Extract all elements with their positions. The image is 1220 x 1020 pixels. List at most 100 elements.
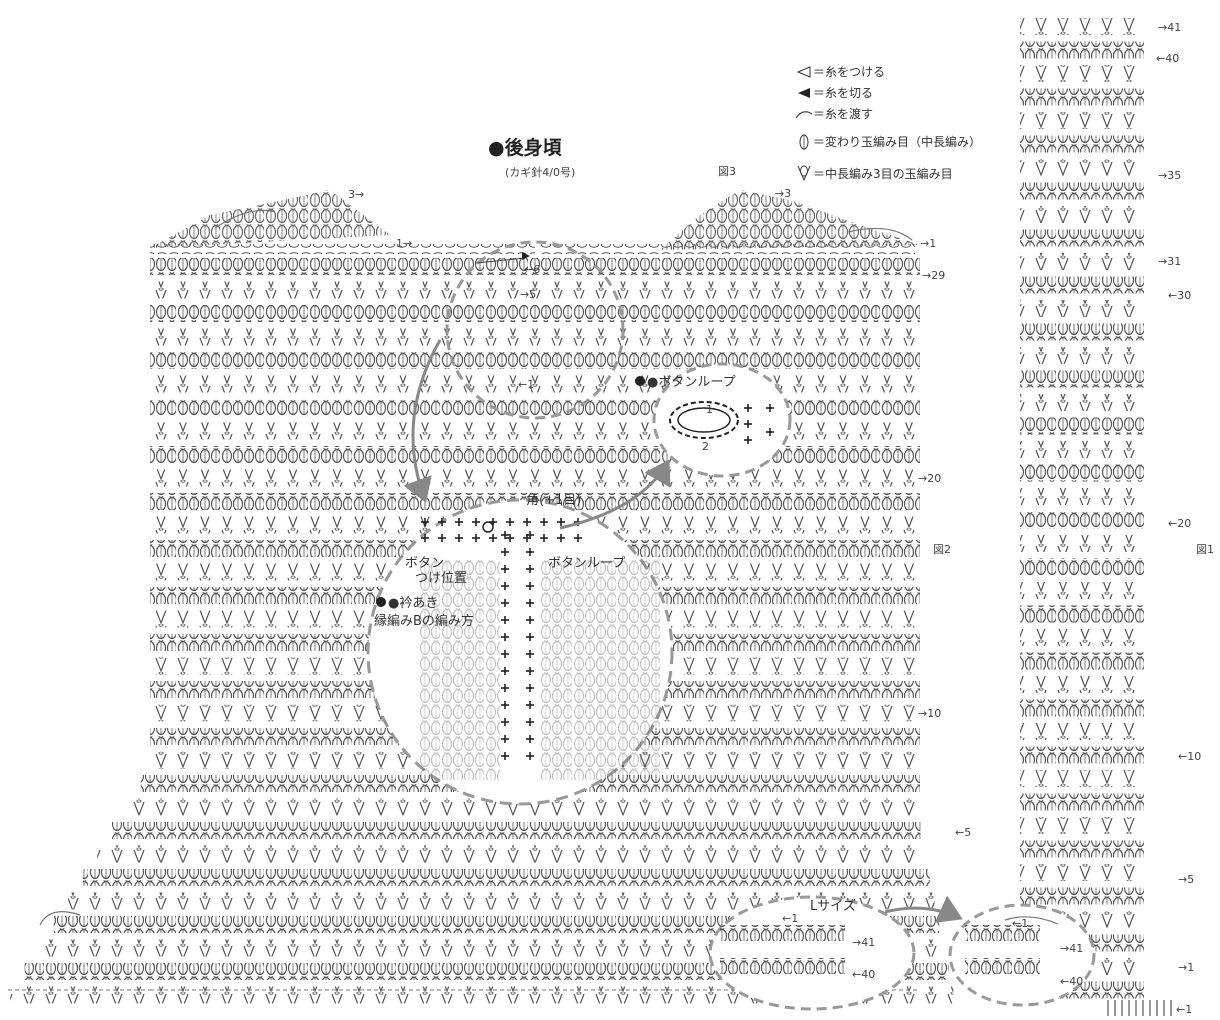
- strip-stitch-row: [1020, 629, 1145, 646]
- stitch-row: [111, 822, 921, 839]
- stitch-row: [150, 469, 920, 487]
- stitch-row: [10, 986, 954, 1004]
- l-size-right-row-1: ←1: [1012, 917, 1028, 930]
- strip-stitch-row: [1020, 676, 1145, 693]
- row-labels-main: →29 →20 →10 ←5 →1 3→ →3 1→ ←6 →5 ←1: [348, 187, 971, 839]
- strip-stitch-row: [1020, 441, 1145, 458]
- figure-label-2: 図2: [933, 543, 951, 556]
- callout-button-loop: ●ボタンループ 2 1: [635, 362, 792, 478]
- stitch-row: [150, 446, 920, 463]
- legend: ＝糸をつける ＝糸を切る ＝糸を渡す ＝変わり玉編み目（中長編み） ＝中長編み3…: [795, 65, 981, 182]
- cut-yarn-icon: [798, 88, 810, 98]
- inner-row-5: →5: [520, 288, 536, 301]
- strip-row-40: ←40: [1156, 52, 1179, 65]
- strip-row-35: →35: [1158, 169, 1181, 182]
- strip-stitch-row: [1020, 323, 1145, 341]
- strip-row-20: ←20: [1168, 517, 1191, 530]
- stitch-row: [150, 399, 920, 416]
- strip-stitch-row: [1020, 793, 1145, 811]
- row-label-1-right: →1: [920, 237, 936, 250]
- figure-label-3: 図3: [718, 165, 736, 178]
- strip-row-31: →31: [1158, 255, 1181, 268]
- strip-stitch-row: [1020, 300, 1145, 317]
- strip-stitch-row: [1020, 65, 1145, 82]
- strip-stitch-row: [1020, 206, 1145, 223]
- join-yarn-icon: [796, 66, 811, 78]
- stitch-row: [126, 798, 920, 816]
- strip-stitch-row: [1020, 488, 1145, 505]
- neck-opening-line2: 縁編みBの編み方: [374, 613, 474, 629]
- strip-stitch-row: [1020, 135, 1145, 153]
- stitch-row: [68, 892, 935, 910]
- inner-row-1: ←1: [518, 378, 534, 391]
- strip-stitch-row: [1020, 41, 1145, 59]
- strip-stitch-row: [1020, 88, 1145, 106]
- stitch-row: [150, 352, 920, 369]
- strip-stitch-row: [1020, 182, 1145, 200]
- button-loop-row-1: 1: [706, 403, 713, 416]
- legend-hdc3-puff: ＝中長編み3目の玉編み目: [813, 166, 953, 181]
- button-position-line2: つけ位置: [415, 571, 467, 586]
- strip-stitch-row: [1020, 840, 1145, 858]
- page-subtitle: (カギ針4/0号): [505, 165, 575, 179]
- legend-modified-puff: ＝変わり玉編み目（中長編み）: [813, 134, 981, 149]
- stitch-row: [150, 305, 920, 322]
- strip-stitch-row: [1020, 347, 1145, 364]
- row-label-20: →20: [918, 472, 941, 485]
- strip-stitch-row: [1020, 746, 1145, 764]
- legend-join-yarn: ＝糸をつける: [813, 65, 885, 79]
- callout-l-size-right: ←1 →41 ←40: [948, 903, 1096, 1007]
- strip-row-1-bottom: ←1: [1176, 1003, 1192, 1016]
- callout-neck-opening: 角(+1目) ボタン つけ位置 ボタンループ ●衿あき 縁編みBの編み方: [366, 493, 674, 806]
- row-label-29: →29: [922, 269, 945, 282]
- strip-row-30: ←30: [1168, 289, 1191, 302]
- l-size-left-row-1: ←1: [782, 912, 798, 925]
- strip-stitch-row: [1020, 253, 1145, 270]
- strip-stitch-row: [1020, 370, 1145, 388]
- page-title: ●後身頃: [488, 136, 563, 159]
- stitch-row: [82, 869, 930, 886]
- l-size-right-row-41: →41: [1060, 942, 1083, 955]
- callout-shoulder-detail: [445, 240, 625, 420]
- strip-stitch-row: [1020, 582, 1145, 599]
- strip-stitch-row: [1020, 887, 1145, 905]
- strip-stitch-row: [1020, 864, 1145, 881]
- strip-stitch-row: [1020, 18, 1145, 35]
- figure-label-1: 図1: [1196, 543, 1214, 556]
- modified-puff-icon: [799, 134, 809, 150]
- strip-stitch-row: [1020, 605, 1145, 623]
- side-strip-chart: [1020, 18, 1172, 1016]
- row-label-10: →10: [918, 707, 941, 720]
- strip-row-10: ←10: [1178, 750, 1201, 763]
- strip-stitch-row: [1020, 511, 1145, 529]
- l-size-label: Lサイズ: [810, 898, 856, 914]
- stitch-row: [150, 281, 920, 299]
- callout-l-size-left: Lサイズ ←1 →41 ←40: [708, 895, 916, 1011]
- strip-stitch-row: [1020, 558, 1145, 576]
- corner-label: 角(+1目): [526, 493, 581, 508]
- row-label-1-left: 1→: [396, 237, 412, 250]
- right-shoulder: [660, 190, 920, 250]
- stitch-row: [150, 328, 920, 346]
- button-loop-row-2: 2: [702, 440, 709, 453]
- left-shoulder: [150, 190, 390, 248]
- strip-stitch-row: [1020, 464, 1145, 482]
- row-label-3-right: →3: [775, 187, 791, 200]
- legend-cut-yarn: ＝糸を切る: [813, 86, 873, 100]
- l-size-left-row-41: →41: [852, 936, 875, 949]
- strip-stitch-row: [1020, 159, 1145, 176]
- hdc3-puff-icon: [797, 165, 811, 182]
- l-size-right-row-40: ←40: [1060, 975, 1083, 988]
- button-position-line1: ボタン: [405, 556, 444, 571]
- strip-stitch-row: [1020, 770, 1145, 787]
- carry-yarn-icon: [795, 111, 813, 119]
- row-label-3-left: 3→: [348, 188, 364, 201]
- strip-stitch-row: [1020, 535, 1145, 552]
- button-loop-inner-label: ボタンループ: [548, 556, 625, 571]
- strip-row-1-right: →1: [1178, 961, 1194, 974]
- inner-row-6: ←6: [524, 263, 540, 276]
- stitch-row: [97, 845, 926, 863]
- legend-carry-yarn: ＝糸を渡す: [813, 106, 873, 121]
- strip-stitch-row: [1020, 652, 1145, 670]
